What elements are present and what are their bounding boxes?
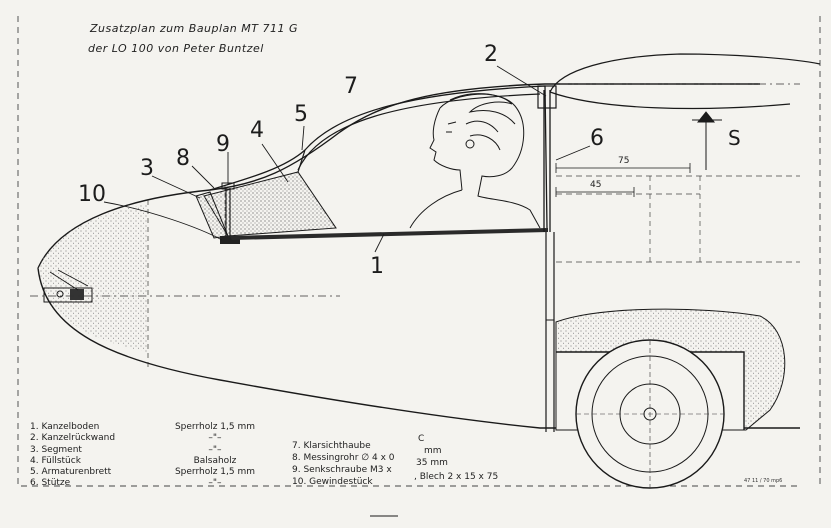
plan-title-line2: der LO 100 von Peter Buntzel: [88, 42, 264, 55]
s-marker-arrow: [696, 111, 716, 170]
material-item: –"–: [208, 433, 222, 444]
material-item: –"–: [208, 444, 222, 455]
legend-parts-left: 1. Kanzelboden 2. Kanzelrückwand 3. Segm…: [30, 422, 115, 490]
callout-2: 2: [484, 42, 498, 67]
legend-item: 2. Kanzelrückwand: [30, 433, 116, 444]
material-item: Sperrholz 1,5 mm: [174, 422, 256, 432]
legend-materials: Sperrholz 1,5 mm –"– –"– Balsaholz Sperr…: [160, 422, 270, 490]
dimension-label-75: 75: [618, 156, 630, 166]
extra-note-blech: , Blech 2 x 15 x 75: [414, 472, 499, 482]
wing-profile: [549, 53, 821, 110]
callout-10: 10: [78, 182, 106, 207]
support-post: [545, 232, 555, 432]
callout-3: 3: [140, 156, 154, 181]
cockpit-floor: [230, 228, 548, 240]
callout-8: 8: [176, 146, 190, 171]
wheel: [575, 339, 725, 489]
material-item: Balsaholz: [193, 455, 237, 466]
cockpit-rear-wall: [543, 90, 551, 232]
frame-line: [17, 16, 800, 487]
legend-item: 1. Kanzelboden: [30, 422, 100, 432]
leader-lines: [103, 65, 591, 253]
corner-note: 47 11 / 70 mp6: [744, 478, 783, 484]
legend-item: 6. Stütze: [30, 478, 71, 489]
legend-item: 3. Segment: [30, 444, 82, 455]
legend-item: 5. Armaturenbrett: [30, 467, 112, 478]
callout-4: 4: [250, 118, 264, 143]
legend-item: 4. Füllstück: [30, 455, 81, 466]
fuselage-bottom: [37, 267, 800, 429]
s-marker: S: [728, 126, 741, 150]
extra-note-c: C: [418, 434, 425, 444]
callout-6: 6: [590, 126, 604, 151]
nose-block: [43, 287, 93, 303]
nose-fill: [38, 204, 148, 352]
callout-7: 7: [344, 74, 358, 99]
callout-9: 9: [216, 132, 230, 157]
callout-5: 5: [294, 102, 308, 127]
plan-title-line1: Zusatzplan zum Bauplan MT 711 G: [90, 22, 298, 35]
extra-note-mm: mm: [424, 446, 442, 456]
legend-parts-right: 7. Klarsichthaube 8. Messingrohr ∅ 4 x 0…: [292, 440, 395, 488]
material-item: Sperrholz 1,5 mm: [174, 467, 256, 478]
legend-item: 7. Klarsichthaube: [292, 441, 371, 451]
extra-note-35mm: 35 mm: [416, 458, 448, 468]
material-item: –"–: [208, 478, 222, 489]
legend-item: 10. Gewindestück: [292, 477, 373, 487]
dimension-label-45: 45: [590, 180, 602, 190]
pilot-figure: [409, 93, 541, 229]
canopy-outline: [209, 85, 548, 229]
fuselage-top: [37, 83, 760, 269]
callout-1: 1: [370, 254, 384, 279]
legend-item: 8. Messingrohr ∅ 4 x 0: [292, 453, 395, 463]
legend-item: 9. Senkschraube M3 x: [292, 465, 392, 475]
